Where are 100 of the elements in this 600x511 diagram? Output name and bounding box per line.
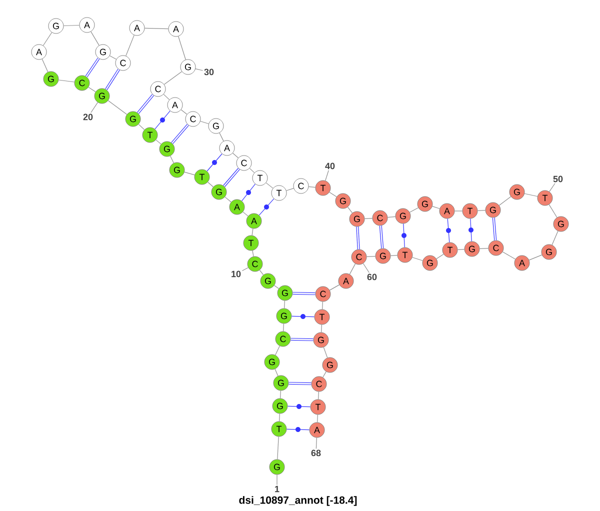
- backbone-line: [274, 285, 279, 289]
- backbone-line: [63, 24, 80, 26]
- base-pair-line: [492, 218, 497, 240]
- backbone-line: [232, 152, 238, 158]
- leader-line: [549, 183, 556, 192]
- base-pair-line: [379, 226, 384, 248]
- base-pair-line: [402, 223, 406, 248]
- backbone-line: [108, 100, 128, 115]
- backbone-line: [322, 301, 323, 310]
- base-pair-line: [446, 218, 451, 243]
- backbone-line: [164, 71, 182, 85]
- base-pair-line: [292, 292, 316, 296]
- backbone-line: [138, 124, 145, 130]
- backbone-line: [58, 80, 75, 82]
- backbone-line: [432, 206, 440, 209]
- leader-line: [195, 68, 204, 71]
- base-pair-line: [288, 382, 312, 386]
- base-pair-line: [468, 218, 474, 242]
- leader-line: [316, 437, 317, 449]
- backbone-line: [110, 55, 117, 60]
- backbone-line: [42, 32, 52, 46]
- backbone-line: [477, 210, 486, 211]
- backbone-line: [318, 391, 319, 400]
- position-number: 50: [553, 176, 563, 182]
- backbone-line: [548, 204, 558, 218]
- backbone-line: [502, 252, 516, 260]
- backbone-line: [156, 140, 162, 144]
- backbone-line: [498, 196, 512, 206]
- backbone-line: [321, 324, 322, 333]
- backbone-line: [259, 270, 264, 276]
- backbone-line: [524, 193, 538, 197]
- leader-line: [242, 267, 248, 272]
- backbone-line: [275, 346, 280, 356]
- backbone-line: [552, 230, 558, 246]
- backbone-line: [436, 254, 444, 260]
- backbone-line: [347, 206, 353, 214]
- backbone-line: [252, 228, 254, 236]
- backbone-line: [387, 216, 396, 218]
- base-pair-line: [137, 94, 154, 114]
- leader-line: [325, 170, 329, 181]
- base-pair-line: [206, 154, 222, 172]
- backbone-line: [219, 132, 224, 142]
- base-pair-line: [287, 404, 311, 409]
- base-pair-line: [85, 58, 100, 78]
- backbone-line: [144, 28, 169, 30]
- leader-line: [276, 474, 278, 485]
- backbone-line: [457, 249, 465, 250]
- backbone-line: [323, 346, 328, 358]
- base-pair-line: [356, 226, 360, 250]
- backbone-line: [364, 218, 373, 219]
- backbone-line: [170, 156, 174, 164]
- backbone-line: [390, 255, 398, 256]
- backbone-line: [274, 368, 278, 376]
- position-number: 60: [367, 274, 377, 280]
- base-pair-line: [291, 314, 315, 319]
- backbone-line: [126, 34, 134, 56]
- base-pair-line: [290, 338, 314, 342]
- position-number: 1: [275, 486, 280, 492]
- backbone-line: [454, 210, 463, 212]
- base-pair-line: [242, 184, 256, 202]
- backbone-line: [322, 371, 326, 378]
- backbone-line: [208, 182, 214, 188]
- backbone-line: [224, 196, 232, 202]
- leader-line: [90, 102, 98, 113]
- base-pair-line: [154, 110, 170, 130]
- backbone-line: [266, 182, 274, 188]
- backbone-line: [279, 413, 280, 422]
- backbone-line: [249, 168, 255, 173]
- leader-line: [362, 263, 370, 273]
- backbone-line: [366, 256, 376, 257]
- backbone-line: [277, 436, 279, 460]
- backbone-line: [412, 257, 423, 261]
- position-number: 10: [232, 270, 241, 278]
- backbone-line: [163, 94, 170, 100]
- backbone-line: [286, 188, 294, 191]
- backbone-line: [42, 58, 48, 72]
- backbone-line: [280, 390, 281, 399]
- backbone-line: [184, 172, 195, 176]
- backbone-line: [329, 192, 337, 198]
- backbone-line: [349, 264, 356, 274]
- backbone-line: [90, 31, 100, 46]
- backbone-line: [178, 36, 186, 60]
- position-number: 40: [325, 162, 335, 170]
- position-number: 20: [83, 114, 93, 120]
- position-number: 30: [204, 68, 214, 76]
- backbone-line: [242, 212, 248, 216]
- backbone-line: [88, 86, 96, 92]
- backbone-line: [479, 248, 489, 249]
- base-pair-line: [286, 427, 310, 432]
- backbone-line: [308, 186, 316, 188]
- backbone-line: [528, 254, 542, 260]
- backbone-line: [200, 120, 209, 124]
- backbone-line: [284, 300, 285, 309]
- backbone-line: [283, 323, 284, 332]
- position-number: 68: [311, 450, 321, 456]
- base-pair-line: [258, 198, 274, 216]
- backbone-line: [252, 250, 254, 257]
- backbone-line: [180, 109, 188, 115]
- backbone-line: [329, 284, 340, 290]
- backbone-line: [410, 207, 418, 213]
